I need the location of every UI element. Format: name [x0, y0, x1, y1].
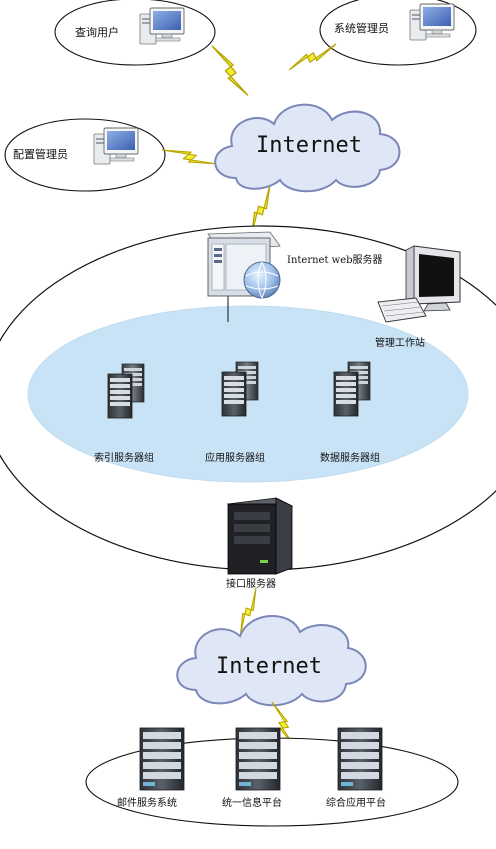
index-server-group: 索引服务器组 — [94, 363, 154, 464]
system-admin-label: 系统管理员 — [334, 21, 389, 35]
workstation-label: 管理工作站 — [375, 336, 425, 349]
data-group-label: 数据服务器组 — [320, 451, 380, 464]
query-user-label: 查询用户 — [75, 25, 119, 39]
web-server-node: Internet web服务器 — [207, 231, 383, 322]
internet-cloud-top: Internet — [214, 103, 401, 193]
system-admin-node: 系统管理员 — [319, 0, 477, 66]
internet-label-top: Internet — [256, 133, 362, 158]
server-icon — [337, 727, 383, 791]
tower-server-icon — [226, 497, 294, 575]
config-admin-node: 配置管理员 — [4, 118, 166, 192]
unified-info-label: 统一信息平台 — [222, 796, 282, 809]
lightning-icon — [161, 133, 217, 181]
integrated-app-label: 综合应用平台 — [326, 796, 386, 809]
workstation-node: 管理工作站 — [375, 245, 461, 349]
interface-server-label: 接口服务器 — [226, 577, 276, 590]
query-user-node: 查询用户 — [54, 0, 216, 66]
mail-system-node: 邮件服务系统 — [117, 727, 185, 809]
workstation-icon — [377, 245, 461, 323]
index-group-label: 索引服务器组 — [94, 451, 154, 464]
web-server-label: Internet web服务器 — [287, 253, 383, 266]
web-server-icon — [207, 231, 281, 299]
data-server-group: 数据服务器组 — [320, 361, 380, 464]
integrated-app-node: 综合应用平台 — [326, 727, 386, 809]
interface-server-node: 接口服务器 — [226, 497, 294, 590]
internet-cloud-bottom: Internet — [176, 615, 367, 707]
internet-label-bottom: Internet — [216, 654, 322, 679]
app-server-group: 应用服务器组 — [205, 361, 265, 464]
app-group-label: 应用服务器组 — [205, 451, 265, 464]
server-icon — [139, 727, 185, 791]
mail-system-label: 邮件服务系统 — [117, 796, 177, 809]
config-admin-label: 配置管理员 — [13, 147, 68, 161]
lightning-icon — [211, 45, 249, 97]
globe-icon — [243, 261, 281, 299]
unified-info-node: 统一信息平台 — [222, 727, 282, 809]
server-icon — [235, 727, 281, 791]
